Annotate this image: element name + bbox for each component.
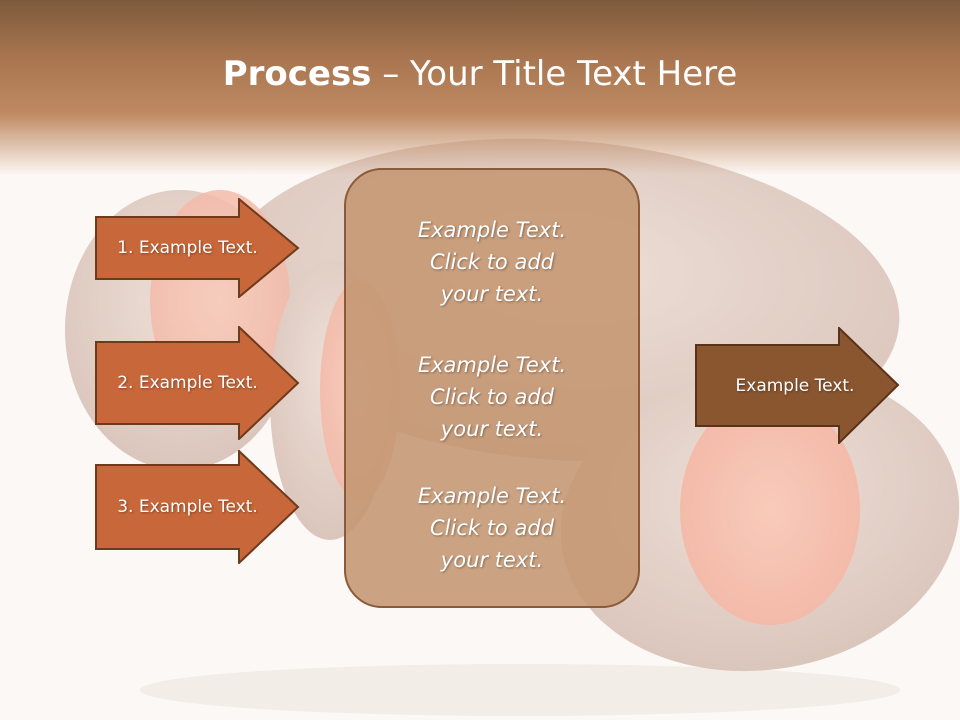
left-arrow-1-label: 1. Example Text.	[117, 238, 258, 258]
arrow-shape-icon	[95, 198, 300, 298]
right-arrow-label: Example Text.	[735, 375, 855, 396]
left-arrow-3[interactable]: 3. Example Text.	[95, 450, 300, 564]
left-arrow-3-label: 3. Example Text.	[117, 497, 258, 517]
center-text-box[interactable]: Example Text. Click to add your text. Ex…	[344, 168, 640, 608]
center-text-block-1[interactable]: Example Text. Click to add your text.	[417, 218, 567, 306]
arrow-shape-icon	[95, 450, 300, 564]
title-bold: Process	[222, 54, 372, 94]
header-band	[0, 0, 960, 175]
center-text-block-2[interactable]: Example Text. Click to add your text.	[417, 353, 567, 441]
arrow-shape-icon	[95, 326, 300, 440]
left-arrow-2[interactable]: 2. Example Text.	[95, 326, 300, 440]
arrow-shape-icon	[695, 327, 900, 444]
center-text-block-3[interactable]: Example Text. Click to add your text.	[417, 484, 567, 572]
left-arrow-1[interactable]: 1. Example Text.	[95, 198, 300, 298]
right-arrow[interactable]: Example Text.	[695, 327, 900, 444]
title-rest: – Your Title Text Here	[371, 54, 738, 94]
slide-title: Process – Your Title Text Here	[0, 52, 960, 96]
left-arrow-2-label: 2. Example Text.	[117, 373, 258, 393]
